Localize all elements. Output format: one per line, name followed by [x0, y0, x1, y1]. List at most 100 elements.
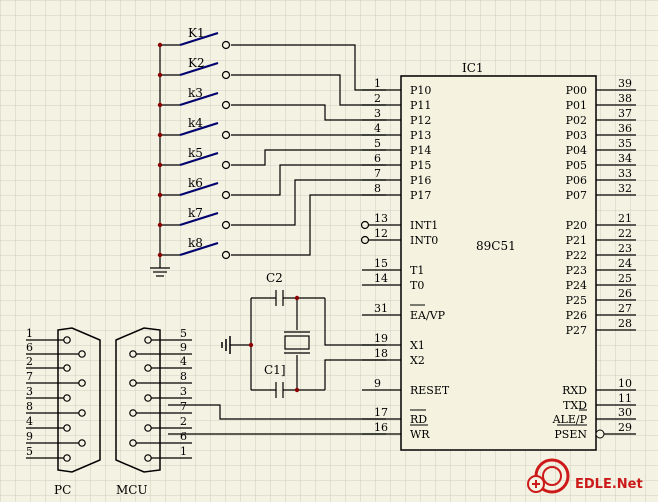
ic-89c51: IC1 89C51 1P102P113P124P135P146P157P168P…: [362, 61, 636, 451]
switch-junction: [157, 72, 163, 78]
pin-number-19: 19: [374, 332, 388, 345]
pin-number-9: 9: [374, 377, 381, 390]
pin-name-p23: P23: [566, 264, 587, 277]
pin-number-34: 34: [618, 152, 632, 165]
switch-contact: [221, 220, 231, 230]
switch-contact: [221, 70, 231, 80]
oscillator-junctions: [248, 295, 300, 393]
c1-label: C1]: [264, 363, 286, 377]
pin-number-7: 7: [374, 167, 381, 180]
pin-name-x2: X2: [410, 354, 425, 367]
switch-contact: [221, 190, 231, 200]
mcu-pin-hole: [144, 364, 152, 372]
mcu-pin-hole: [129, 439, 137, 447]
mcu-pin-3: 3: [180, 385, 187, 398]
mcu-pin-hole: [129, 350, 137, 358]
pin-name-p07: P07: [566, 189, 587, 202]
pin-number-21: 21: [618, 212, 632, 225]
switch-label-k7: k7: [188, 206, 203, 220]
pc-pin-4: 4: [26, 415, 33, 428]
pin-name-t0: T0: [410, 279, 424, 292]
pin-name-p15: P15: [410, 159, 431, 172]
switch-label-k2: K2: [188, 56, 205, 70]
mcu-pin-5: 5: [180, 327, 187, 340]
pin-number-2: 2: [374, 92, 381, 105]
pin-name-p06: P06: [566, 174, 587, 187]
mcu-pin-2: 2: [180, 415, 187, 428]
pin-number-14: 14: [374, 272, 388, 285]
open-pin-stubs: [360, 220, 370, 245]
switch-contact: [221, 40, 231, 50]
pin-name-p16: P16: [410, 174, 431, 187]
switch-contact: [221, 250, 231, 260]
switch-junction: [157, 222, 163, 228]
pin-number-13: 13: [374, 212, 388, 225]
pin-number-24: 24: [618, 257, 632, 270]
pin-name-p22: P22: [566, 249, 587, 262]
pin-number-16: 16: [374, 421, 388, 434]
pin-name-p14: P14: [410, 144, 431, 157]
pin-name-int0: INT0: [410, 234, 438, 247]
pin-name-p01: P01: [566, 99, 587, 112]
mcu-pin-hole: [144, 454, 152, 462]
switch-blade-k5: [179, 151, 219, 167]
pc-pin-1: 1: [26, 327, 33, 340]
mcu-pin-6: 6: [180, 430, 187, 443]
pin-name-t1: T1: [410, 264, 424, 277]
mcu-pin-hole: [129, 379, 137, 387]
pin-name-rxd: RXD: [562, 384, 587, 397]
pc-label: PC: [54, 483, 71, 497]
switch-blade-k4: [179, 121, 219, 137]
mcu-pin-hole: [144, 336, 152, 344]
pc-pin-3: 3: [26, 385, 33, 398]
mcu-pin-1: 1: [180, 445, 187, 458]
pin-name-p24: P24: [566, 279, 587, 292]
pin-number-35: 35: [618, 137, 632, 150]
pin-number-30: 30: [618, 406, 632, 419]
pin-name-p05: P05: [566, 159, 587, 172]
pc-connector-shell: [57, 327, 101, 473]
switch-contact: [221, 100, 231, 110]
switch-label-k3: k3: [188, 86, 203, 100]
mcu-pin-9: 9: [180, 341, 187, 354]
crystal-body: [284, 335, 310, 350]
pin-number-22: 22: [618, 227, 632, 240]
pc-pin-6: 6: [26, 341, 33, 354]
pin-number-8: 8: [374, 182, 381, 195]
pin-number-39: 39: [618, 77, 632, 90]
pin-number-23: 23: [618, 242, 632, 255]
pin-name-p12: P12: [410, 114, 431, 127]
ic-part: 89C51: [476, 239, 516, 253]
pin-number-28: 28: [618, 317, 632, 330]
pin-name-p13: P13: [410, 129, 431, 142]
switch-label-k6: k6: [188, 176, 203, 190]
switch-blade-k3: [179, 91, 219, 107]
switch-blade-k7: [179, 211, 219, 227]
pin-number-4: 4: [374, 122, 381, 135]
switch-contact: [221, 160, 231, 170]
pin-number-26: 26: [618, 287, 632, 300]
pc-pin-9: 9: [26, 430, 33, 443]
pin-name-p25: P25: [566, 294, 587, 307]
pc-pin-8: 8: [26, 400, 33, 413]
pin-name-rd: RD: [410, 413, 427, 426]
pin-number-18: 18: [374, 347, 388, 360]
switch-junction: [157, 252, 163, 258]
switch-blade-k6: [179, 181, 219, 197]
pin-number-1: 1: [374, 77, 381, 90]
pin-name-int1: INT1: [410, 219, 438, 232]
switch-label-k5: k5: [188, 146, 203, 160]
pin-name-p21: P21: [566, 234, 587, 247]
pin-name-p02: P02: [566, 114, 587, 127]
mcu-connector-shell: [115, 327, 161, 473]
switch-blade-k8: [179, 241, 219, 257]
pin-name-p17: P17: [410, 189, 431, 202]
pin-number-12: 12: [374, 227, 388, 240]
switch-junction: [157, 162, 163, 168]
watermark-text: EDLE.Net: [575, 477, 643, 492]
pc-pin-7: 7: [26, 370, 33, 383]
pin-name-p11: P11: [410, 99, 431, 112]
